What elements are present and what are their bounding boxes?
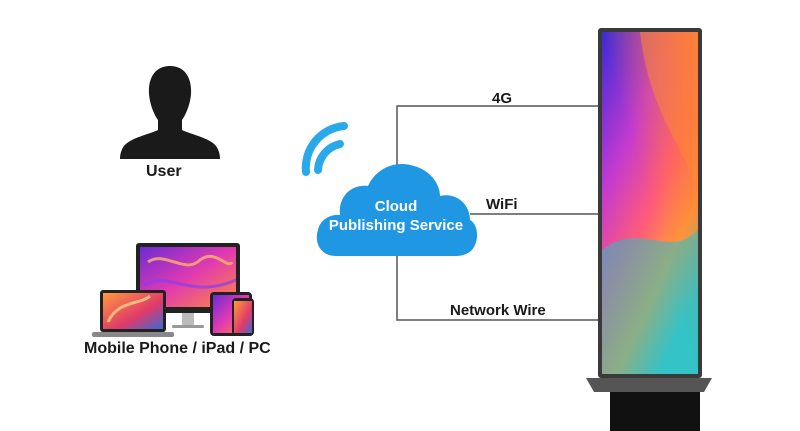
cloud-shape	[316, 164, 478, 256]
cloud-service-label: Cloud Publishing Service	[318, 197, 474, 235]
connection-lines	[396, 105, 600, 321]
digital-poster-display	[586, 28, 712, 431]
connection-label-network-wire: Network Wire	[450, 302, 546, 319]
wireless-signal-icon	[301, 122, 348, 176]
cloud-label-line2: Publishing Service	[328, 217, 464, 234]
phone-icon	[232, 298, 254, 336]
connection-label-wifi: WiFi	[486, 196, 518, 213]
devices-label: Mobile Phone / iPad / PC	[84, 340, 271, 357]
laptop-icon	[92, 290, 174, 337]
user-label: User	[146, 163, 182, 180]
cloud-label-line1: Cloud	[374, 198, 418, 215]
connection-label-4g: 4G	[492, 90, 513, 107]
devices-icon	[92, 243, 254, 337]
line-network-wire	[396, 256, 600, 321]
user-icon	[120, 66, 220, 159]
display-base	[586, 378, 712, 392]
line-4g	[396, 105, 600, 175]
